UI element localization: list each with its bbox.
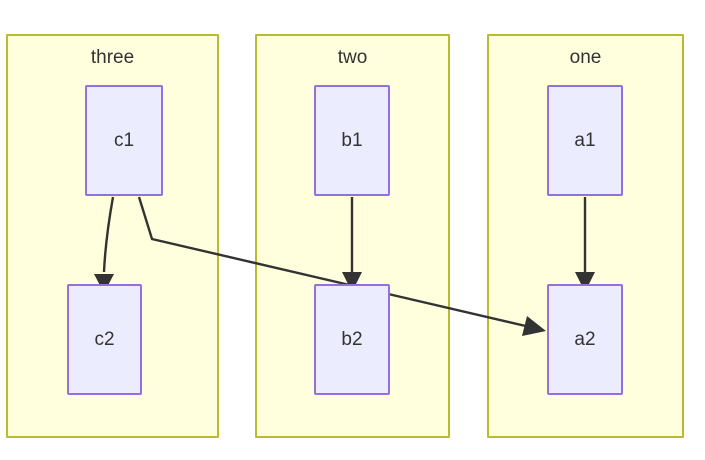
node-label-a1: a1 xyxy=(574,129,596,151)
node-label-b1: b1 xyxy=(341,129,363,151)
subgraph-label-two: two xyxy=(337,47,368,68)
node-b2[interactable]: b2 xyxy=(314,284,390,395)
node-label-a2: a2 xyxy=(574,328,596,350)
node-c2[interactable]: c2 xyxy=(67,284,142,395)
node-b1[interactable]: b1 xyxy=(314,85,390,196)
node-c1[interactable]: c1 xyxy=(85,85,163,196)
node-a2[interactable]: a2 xyxy=(547,284,623,395)
subgraph-label-one: one xyxy=(569,47,602,68)
node-label-c2: c2 xyxy=(94,328,115,350)
subgraph-label-three: three xyxy=(90,47,135,68)
node-label-c1: c1 xyxy=(113,129,135,151)
node-a1[interactable]: a1 xyxy=(547,85,623,196)
node-label-b2: b2 xyxy=(341,328,363,350)
